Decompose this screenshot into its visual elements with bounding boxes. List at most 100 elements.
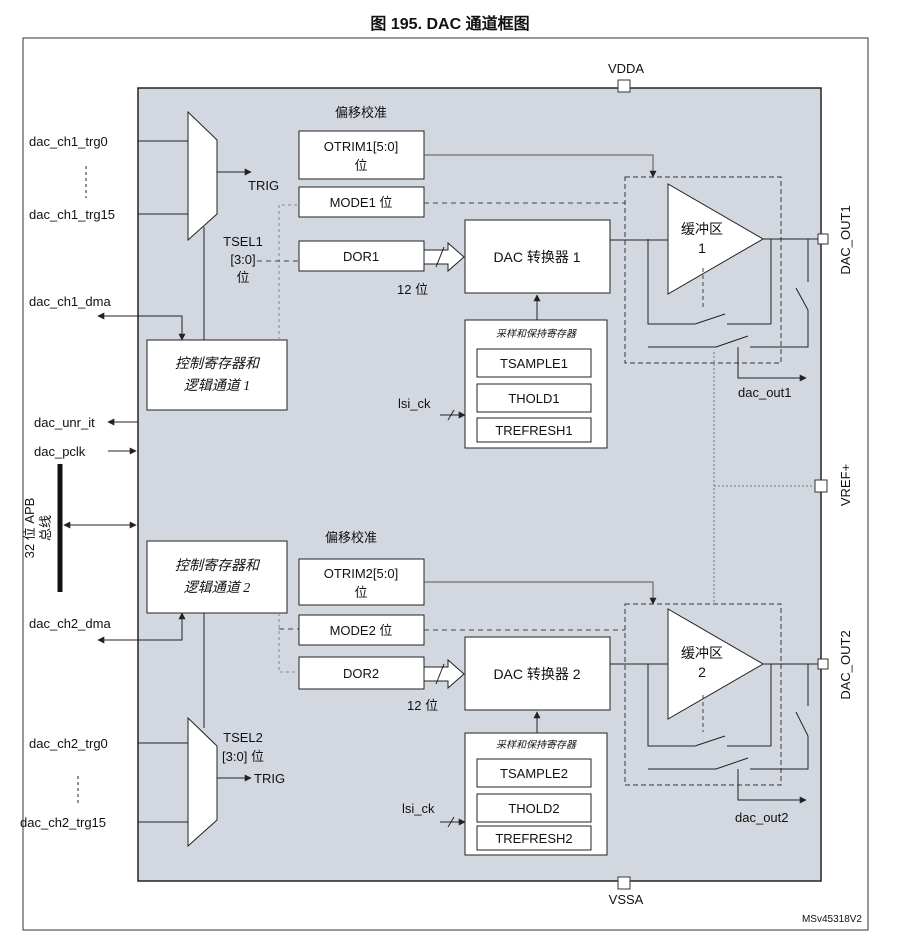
lsi1-label: lsi_ck	[398, 396, 431, 411]
dor1-bus-slash	[435, 246, 445, 268]
vref-pin	[814, 479, 828, 493]
sh1-title: 采样和保持寄存器	[496, 328, 577, 340]
mode2-register	[298, 614, 425, 646]
sh2-title: 采样和保持寄存器	[496, 739, 577, 751]
vdda-label: VDDA	[608, 61, 644, 76]
ch1-tsel-a: TSEL1	[223, 234, 263, 249]
mode1-register	[298, 186, 425, 218]
ch2-dma-label: dac_ch2_dma	[29, 616, 111, 631]
tsample2-register	[476, 758, 592, 788]
ch2-ctrl-dor-line	[278, 613, 299, 673]
dac-out2-sig: dac_out2	[735, 810, 789, 825]
dac-out1-arrow	[737, 347, 807, 382]
apb-label2: 总线	[38, 515, 53, 541]
otrim1-b: 位	[354, 158, 367, 173]
tsample1-register	[476, 348, 592, 378]
vdda-pin	[617, 79, 631, 93]
ch1-trg0-label: dac_ch1_trg0	[29, 134, 108, 149]
otrim2-arrow	[424, 581, 657, 605]
tsample2-label: TSAMPLE2	[500, 766, 568, 781]
ctrl1-line-b: 逻辑通道 1	[184, 378, 251, 394]
ch1-tsel-c: 位	[236, 270, 249, 285]
trefresh1-label: TREFRESH1	[495, 423, 572, 438]
dor2-register	[298, 656, 425, 690]
tsample1-label: TSAMPLE1	[500, 356, 568, 371]
thold2-label: THOLD2	[508, 801, 559, 816]
mode2-label: MODE2 位	[330, 623, 393, 638]
dac1-label: DAC 转换器 1	[493, 249, 580, 265]
vssa-pin	[617, 876, 631, 890]
ch1-calib-label: 偏移校准	[335, 105, 387, 120]
buffer2-sw1	[694, 735, 726, 747]
mode1-label: MODE1 位	[330, 195, 393, 210]
dac-out1-pin	[817, 233, 829, 245]
lsi1-slash	[447, 409, 455, 421]
dac-out1-sig: dac_out1	[738, 385, 792, 400]
ch1-dma-label: dac_ch1_dma	[29, 294, 111, 309]
buffer2-fb	[647, 664, 695, 747]
ch1-tsel-b: [3:0]	[230, 252, 255, 267]
figure-id: MSv45318V2	[802, 914, 862, 925]
thold1-label: THOLD1	[508, 391, 559, 406]
buffer-amp-2	[667, 608, 764, 720]
ch1-trig-label: TRIG	[248, 178, 279, 193]
dor1-register	[298, 240, 425, 272]
otrim1-arrow	[424, 154, 657, 178]
ch2-trg0-label: dac_ch2_trg0	[29, 736, 108, 751]
buffer1-b: 1	[698, 240, 706, 256]
buffer2-a: 缓冲区	[681, 645, 723, 661]
buffer1-a: 缓冲区	[681, 221, 723, 237]
otrim1-a: OTRIM1[5:0]	[324, 139, 398, 154]
buffer2-b: 2	[698, 664, 706, 680]
buffer-1-region	[624, 176, 782, 364]
otrim2-a: OTRIM2[5:0]	[324, 566, 398, 581]
unr-it-label: dac_unr_it	[34, 415, 95, 430]
trigger-mux-1	[187, 110, 218, 242]
buffer2-sw2	[715, 757, 749, 770]
buffer1-sw2	[715, 335, 749, 348]
ch2-tsel-a: TSEL2	[223, 730, 263, 745]
apb-label: 32 位 APB	[22, 498, 37, 559]
otrim2-register	[298, 558, 425, 606]
ch1-ctrl-mode-line	[278, 204, 299, 340]
vssa-label: VSSA	[609, 892, 644, 907]
dor2-bus-slash	[435, 663, 445, 685]
lsi2-slash	[447, 816, 455, 828]
ctrl2-line-b: 逻辑通道 2	[184, 580, 251, 596]
control-register-2	[146, 540, 288, 614]
ctrl1-line-a: 控制寄存器和	[175, 356, 261, 372]
buffer2-sw3	[795, 711, 809, 737]
ch2-dma-arrow	[97, 612, 186, 644]
thold2-register	[476, 793, 592, 823]
ch2-bits-label: 12 位	[407, 698, 438, 713]
buffer-amp-1	[667, 183, 764, 295]
trefresh1-register	[476, 417, 592, 443]
dac2-label: DAC 转换器 2	[493, 666, 580, 682]
dor2-label: DOR2	[343, 666, 379, 681]
trefresh2-register	[476, 825, 592, 851]
buffer1-sw1	[694, 313, 726, 325]
vref-label: VREF+	[838, 464, 853, 506]
trigger-mux-2	[187, 716, 218, 848]
ch2-trg15-label: dac_ch2_trg15	[20, 815, 106, 830]
dor1-label: DOR1	[343, 249, 379, 264]
ch2-calib-label: 偏移校准	[325, 530, 377, 545]
buffer1-fb	[647, 239, 695, 325]
dac-out2-pin	[817, 658, 829, 670]
buffer2-byp2	[750, 736, 809, 770]
dac-converter-1	[464, 219, 611, 294]
ch1-trg15-label: dac_ch1_trg15	[29, 207, 115, 222]
dac-out2-label: DAC_OUT2	[838, 630, 853, 699]
lsi2-label: lsi_ck	[402, 801, 435, 816]
dac-converter-2	[464, 636, 611, 711]
dor1-data-arrow	[423, 241, 465, 273]
dac-out1-label: DAC_OUT1	[838, 205, 853, 274]
trefresh2-label: TREFRESH2	[495, 831, 572, 846]
ch1-dma-arrow	[97, 312, 186, 341]
ch1-bits-label: 12 位	[397, 282, 428, 297]
control-register-1	[146, 339, 288, 411]
pclk-label: dac_pclk	[34, 444, 86, 459]
ch2-trig-label: TRIG	[254, 771, 285, 786]
otrim2-b: 位	[354, 585, 367, 600]
